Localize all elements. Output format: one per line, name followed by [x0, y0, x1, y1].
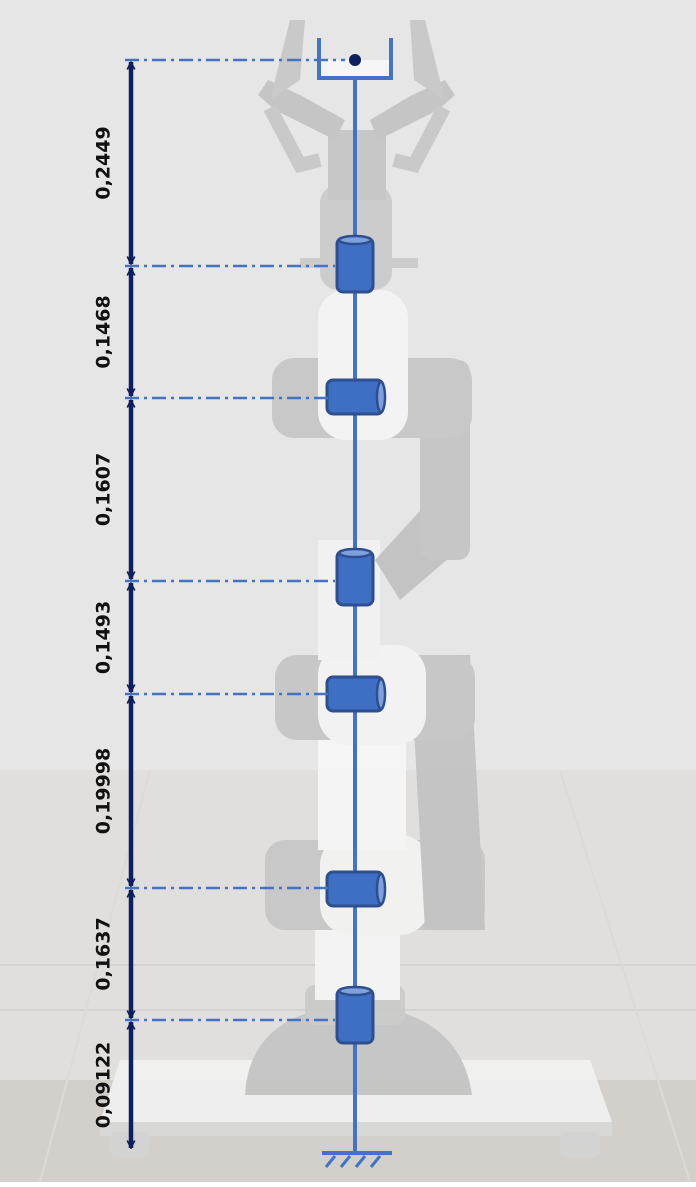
dimension-3: 0,1607: [93, 400, 132, 579]
joint-5-revolute-horizontal-icon: [325, 870, 387, 908]
dimension-arrows-layer: 0,2449 0,1468 0,1607 0,1493 0,19998 0,1637 0,0…: [93, 62, 132, 1148]
dimension-4: 0,1493: [93, 583, 132, 692]
dimension-6: 0,1637: [93, 890, 132, 1018]
dimension-label: 0,1493: [93, 601, 115, 674]
dimension-5: 0,19998: [93, 696, 132, 886]
robot-silhouette: [100, 20, 612, 1157]
leader-lines-layer: [125, 58, 345, 1022]
dimension-label: 0,1637: [93, 917, 115, 990]
joints-layer: [325, 234, 387, 1045]
dimension-label: 0,19998: [93, 748, 115, 835]
joint-6-revolute-vertical-icon: [335, 985, 375, 1045]
dimension-label: 0,1607: [93, 453, 115, 526]
dimension-label: 0,2449: [93, 126, 115, 199]
joint-3-revolute-vertical-icon: [335, 547, 375, 607]
joint-1-revolute-vertical-icon: [335, 234, 375, 294]
joint-2-revolute-horizontal-icon: [325, 378, 387, 416]
dimension-label: 0,1468: [93, 295, 115, 368]
joint-4-revolute-horizontal-icon: [325, 675, 387, 713]
dimension-7: 0,09122: [93, 1022, 132, 1148]
dimension-2: 0,1468: [93, 268, 132, 396]
ground-symbol-icon: [322, 1151, 392, 1168]
dimension-label: 0,09122: [93, 1042, 115, 1129]
end-effector-frame-icon: [317, 38, 393, 80]
dimension-1: 0,2449: [93, 62, 132, 264]
